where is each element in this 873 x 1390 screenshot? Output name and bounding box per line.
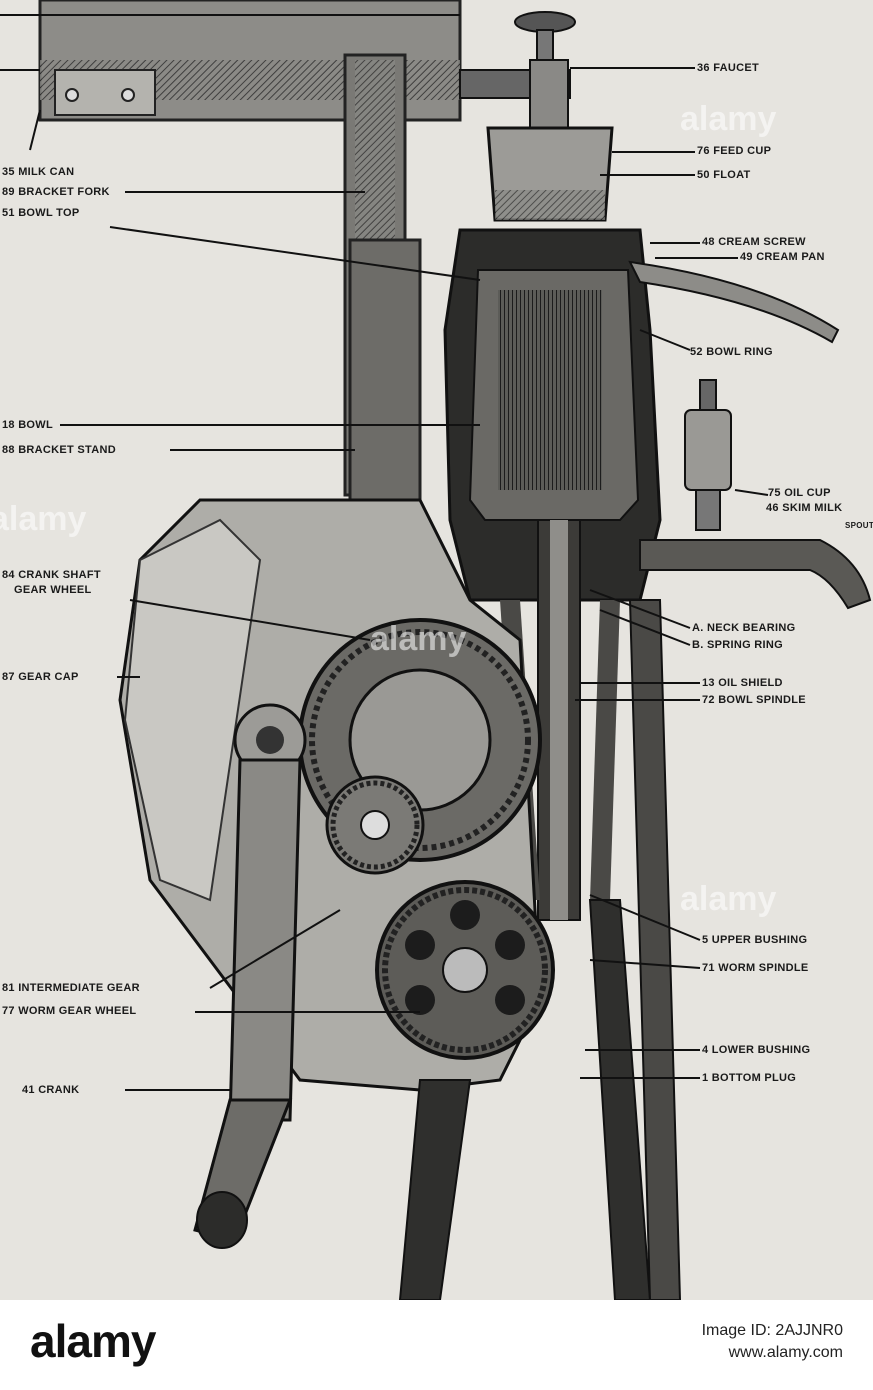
label-crank-shaft: 84 CRANK SHAFT [2,569,101,581]
label-skim-milk: 46 SKIM MILK [766,502,843,514]
alamy-logo: alamy [30,1315,156,1367]
label-bracket-fork: 89 BRACKET FORK [2,186,110,198]
label-crank-shaft-gear: GEAR WHEEL [14,584,92,596]
label-intermediate-gear: 81 INTERMEDIATE GEAR [2,982,140,994]
watermark: alamy [370,620,467,658]
skim-milk-spout [639,539,872,610]
leader-lines [0,14,769,1091]
crank [193,703,307,1249]
label-milk-can: 35 MILK CAN [2,166,75,178]
diagram-figure: 36 FAUCET 76 FEED CUP 50 FLOAT 35 MILK C… [0,0,873,1300]
label-bowl-spindle: 72 BOWL SPINDLE [702,694,806,706]
label-bowl-top: 51 BOWL TOP [2,207,80,219]
label-crank: 41 CRANK [22,1084,80,1096]
frame-legs [398,599,682,1300]
milk-can-bracket [38,0,462,502]
footer-bar: alamy Image ID: 2AJJNR0 www.alamy.com [0,1300,873,1390]
label-cream-screw: 48 CREAM SCREW [702,236,806,248]
label-oil-cup: 75 OIL CUP [768,487,831,499]
intermediate-gear [325,775,425,875]
label-oil-shield: 13 OIL SHIELD [702,677,783,689]
worm-gear-wheel [375,880,555,1060]
label-feed-cup: 76 FEED CUP [697,145,772,157]
label-faucet: 36 FAUCET [697,62,759,74]
watermark: alamy [0,500,87,538]
image-credit: Image ID: 2AJJNR0 www.alamy.com [702,1320,843,1364]
separator-illustration [0,0,872,1300]
label-bottom-plug: 1 BOTTOM PLUG [702,1072,797,1084]
label-upper-bushing: 5 UPPER BUSHING [702,934,808,946]
watermark: alamy [680,100,777,138]
label-bracket-stand: 88 BRACKET STAND [2,444,116,456]
image-id: Image ID: 2AJJNR0 [701,1322,843,1339]
label-bowl-ring: 52 BOWL RING [690,346,773,358]
label-skim-milk-spout: SPOUT [845,521,873,530]
label-neck-bearing: A. NECK BEARING [692,622,796,634]
label-float: 50 FLOAT [697,169,751,181]
label-spring-ring: B. SPRING RING [692,639,783,651]
feed-cup [486,126,614,222]
site-url: www.alamy.com [728,1344,843,1361]
oil-cup [684,379,732,531]
label-worm-gear-wheel: 77 WORM GEAR WHEEL [2,1005,137,1017]
label-cream-pan: 49 CREAM PAN [740,251,825,263]
label-gear-cap: 87 GEAR CAP [2,671,79,683]
label-worm-spindle: 71 WORM SPINDLE [702,962,809,974]
bowl-casing [443,228,840,602]
watermark: alamy [680,880,777,918]
label-lower-bushing: 4 LOWER BUSHING [702,1044,811,1056]
label-bowl: 18 BOWL [2,419,53,431]
